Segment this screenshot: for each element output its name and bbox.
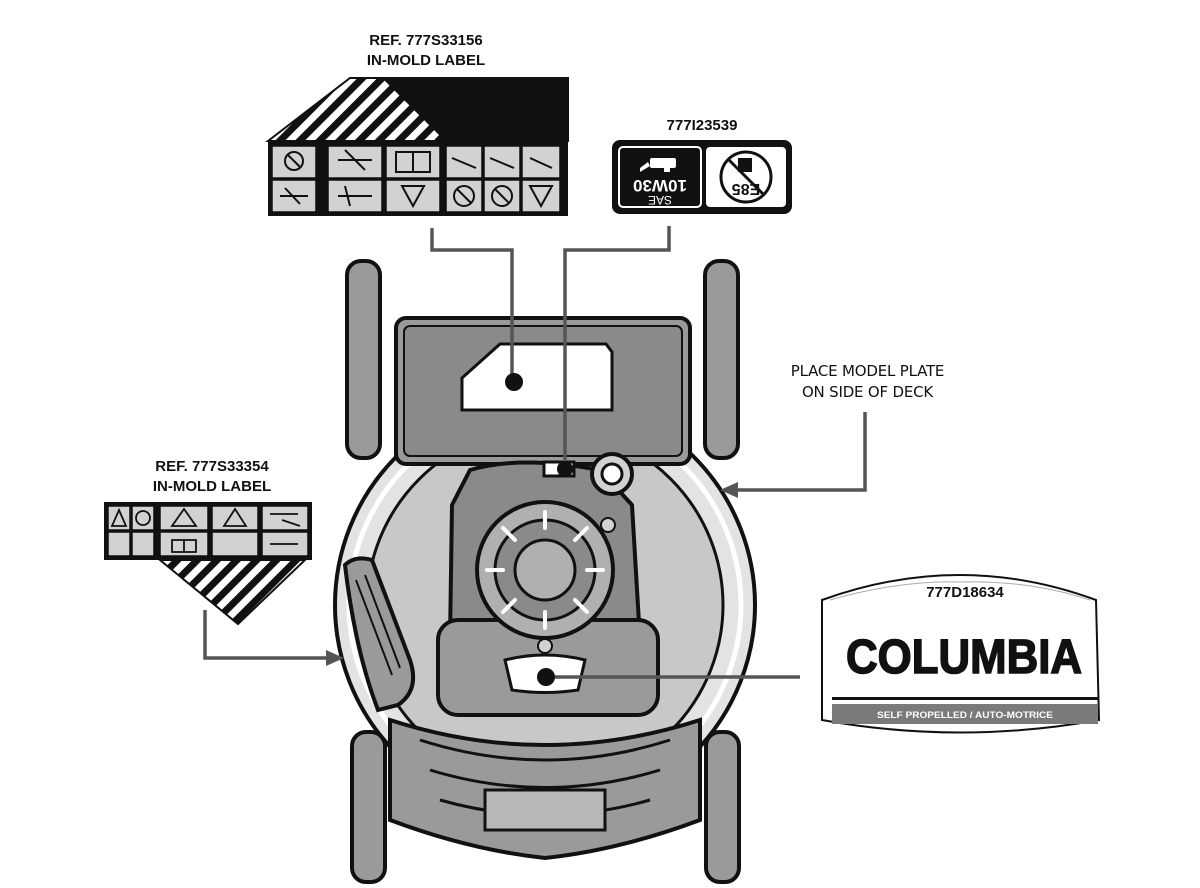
rear-left-wheel bbox=[345, 259, 382, 460]
brand-decal-ref: 777D18634 bbox=[926, 584, 1004, 601]
left-label-type: IN-MOLD LABEL bbox=[152, 478, 272, 495]
top-label-location bbox=[460, 342, 614, 412]
oil-label-panel bbox=[618, 146, 702, 208]
brand-decal-outline bbox=[821, 574, 1101, 734]
rear-right-wheel bbox=[703, 259, 740, 460]
leader-lines bbox=[203, 226, 867, 679]
top-label-type: IN-MOLD LABEL bbox=[366, 52, 486, 69]
leader-left-label bbox=[203, 610, 328, 660]
arrow-left-label bbox=[326, 650, 344, 666]
oil-fuel-label: 10W30 SAE E85 bbox=[612, 140, 792, 214]
model-plate-line2: ON SIDE OF DECK bbox=[801, 383, 934, 401]
top-inmold-label bbox=[265, 77, 569, 216]
left-label-hazard-stripes bbox=[157, 559, 308, 626]
brand-subtitle: SELF PROPELLED / AUTO-MOTRICE bbox=[877, 710, 1053, 721]
brand-decal: COLUMBIA SELF PROPELLED / AUTO-MOTRICE bbox=[821, 574, 1101, 734]
left-label-callout: REF. 777S33354 IN-MOLD LABEL bbox=[112, 457, 312, 497]
brand-decal-callout: 777D18634 bbox=[905, 583, 1025, 603]
front-left-wheel bbox=[350, 730, 387, 884]
dot-brand-decal bbox=[537, 668, 555, 686]
dot-top-label bbox=[505, 373, 523, 391]
arrow-model-plate bbox=[720, 482, 738, 498]
oil-label-callout: 777I23539 bbox=[642, 116, 762, 136]
oil-sae: SAE bbox=[648, 193, 672, 207]
front-right-wheel bbox=[704, 730, 741, 884]
model-plate-line1: PLACE MODEL PLATE bbox=[790, 362, 945, 380]
left-label-ref: REF. 777S33354 bbox=[155, 458, 269, 475]
leader-model-plate bbox=[735, 412, 867, 492]
brand-name: COLUMBIA bbox=[846, 631, 1082, 684]
oil-label-ref: 777I23539 bbox=[666, 117, 738, 134]
top-label-ref: REF. 777S33156 bbox=[369, 32, 483, 49]
dot-oil-label bbox=[557, 461, 573, 477]
oil-can-icon bbox=[640, 158, 676, 172]
brand-subtitle-band bbox=[832, 704, 1098, 724]
model-plate-callout: PLACE MODEL PLATE ON SIDE OF DECK bbox=[765, 361, 970, 403]
left-inmold-label bbox=[104, 502, 312, 626]
fuel-e85-text: E85 bbox=[732, 180, 761, 197]
no-e85-icon bbox=[719, 150, 773, 204]
mower-outline bbox=[333, 259, 757, 884]
leader-oil-label bbox=[563, 226, 671, 470]
leader-top-label bbox=[430, 228, 514, 382]
top-label-callout: REF. 777S33156 IN-MOLD LABEL bbox=[326, 31, 526, 71]
oil-grade: 10W30 bbox=[633, 176, 687, 195]
